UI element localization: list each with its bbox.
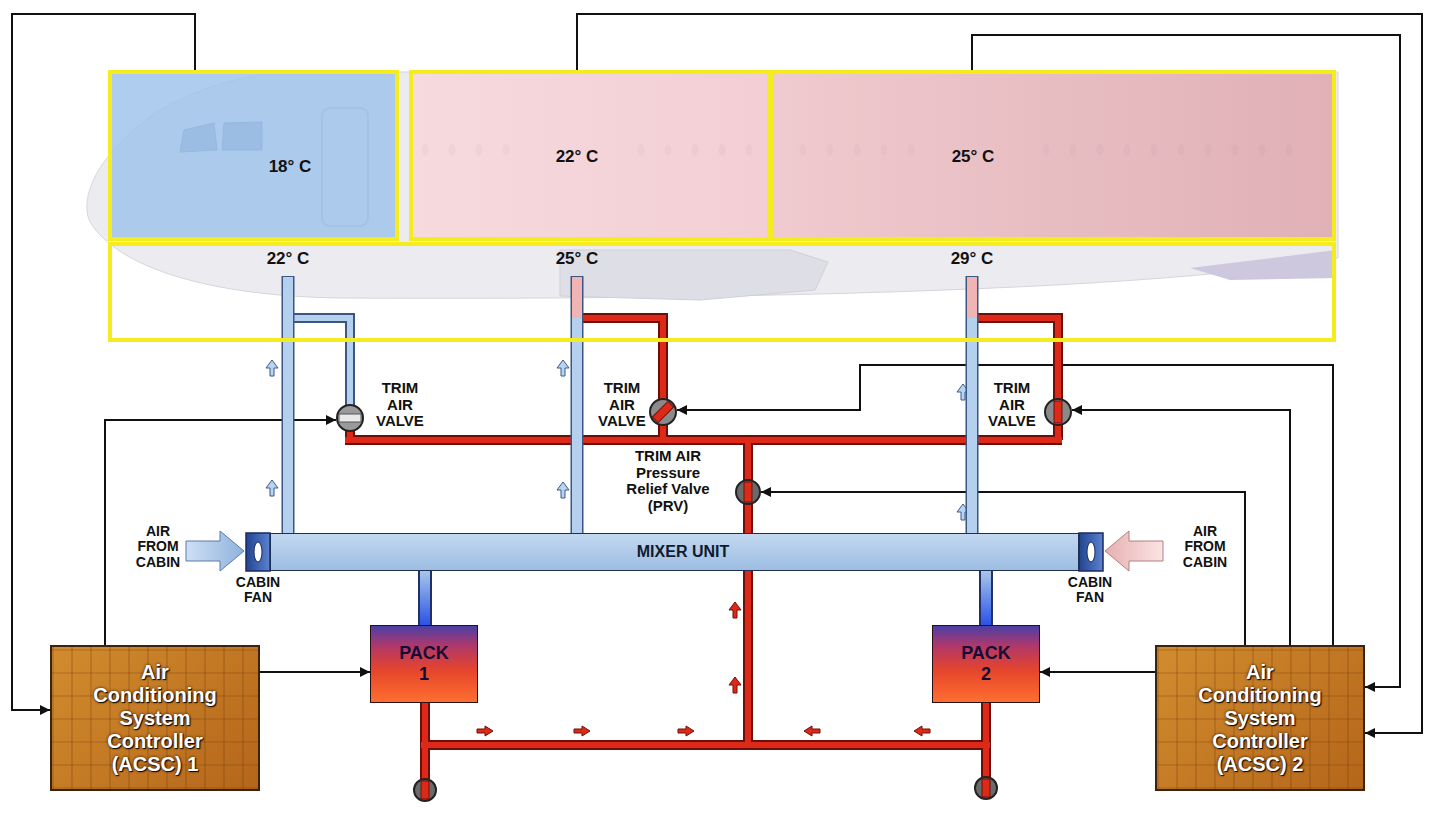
pressure-relief-valve [736, 480, 760, 504]
pack-valve [414, 779, 436, 801]
signal-line [260, 671, 370, 673]
fan-blade [254, 542, 262, 562]
valve-gate [339, 414, 361, 422]
duct-risers [288, 276, 972, 342]
cabin-fan-symbol [246, 533, 270, 571]
duct-fill [572, 342, 582, 533]
cold-duct [288, 277, 972, 342]
pack-label: PACK 1 [395, 643, 453, 684]
zone-temperature: 18° C [269, 157, 312, 177]
air-duct [577, 342, 578, 533]
valve-gate [421, 781, 429, 799]
fan-label: CABIN FAN [1062, 575, 1118, 606]
cabin-air-arrow [1105, 531, 1163, 571]
warm-duct [577, 277, 972, 318]
duct-temperature: 29° C [951, 249, 994, 269]
flow-arrow [266, 360, 278, 376]
valve-label: TRIM AIR VALVE [591, 380, 653, 430]
signal-connector [260, 672, 370, 673]
control-line [1072, 410, 1290, 645]
flow-arrow [477, 726, 493, 736]
duct-outline [571, 342, 584, 533]
pack-outlet-pipe [425, 571, 426, 625]
signal-connector [1040, 672, 1155, 673]
trim-air-valve [337, 405, 363, 431]
pipe-outline [418, 571, 432, 625]
label-anchor: AIR FROM CABIN [1175, 524, 1235, 570]
flow-arrow [574, 726, 590, 736]
flow-arrow [729, 602, 741, 618]
trim-air-valve [1045, 399, 1071, 425]
pipe-outline [979, 571, 993, 625]
label-anchor: TRIM AIR Pressure Relief Valve (PRV) [617, 448, 719, 514]
pipe-fill [420, 571, 430, 625]
label-anchor: CABIN FAN [230, 575, 286, 606]
label-anchor: TRIM AIR VALVE [591, 380, 653, 430]
duct-outline [282, 342, 295, 533]
cool-flow-arrows [266, 360, 969, 520]
valve-label: TRIM AIR Pressure Relief Valve (PRV) [617, 448, 719, 514]
cold-air-pipe [294, 318, 350, 405]
flow-arrow [266, 480, 278, 496]
controller-label: Air Conditioning System Controller (ACSC… [85, 661, 225, 776]
mixer-label: MIXER UNIT [637, 543, 729, 561]
valve-label: TRIM AIR VALVE [981, 380, 1043, 430]
valve-gate [1054, 401, 1062, 423]
flow-arrow [804, 726, 820, 736]
label-anchor: CABIN FAN [1062, 575, 1118, 606]
pack-valve [975, 777, 997, 799]
controller-label: Air Conditioning System Controller (ACSC… [1190, 661, 1330, 776]
pack-box: PACK 1 [370, 625, 478, 703]
pipe-outline [294, 318, 350, 405]
duct-outline [966, 342, 979, 533]
duct-outline [288, 276, 972, 342]
pipe-fill [981, 571, 991, 625]
air-duct [288, 342, 289, 533]
flow-arrow [557, 360, 569, 376]
valve-gate [744, 482, 752, 502]
controller-box: Air Conditioning System Controller (ACSC… [1155, 645, 1365, 791]
valves [337, 399, 1071, 801]
air-duct [972, 342, 973, 533]
air-source-label: AIR FROM CABIN [128, 524, 188, 570]
pack-label: PACK 2 [957, 643, 1015, 684]
cabin-air-inlets [186, 531, 1163, 571]
valve-label: TRIM AIR VALVE [369, 380, 431, 430]
duct-fill [283, 342, 293, 533]
flow-arrow [914, 726, 930, 736]
valve-gate [652, 401, 673, 422]
temperature-zone: 25° C [769, 70, 1336, 241]
controller-box: Air Conditioning System Controller (ACSC… [50, 645, 260, 791]
temperature-zone: 22° C [409, 70, 771, 241]
label-anchor: TRIM AIR VALVE [369, 380, 431, 430]
pack-box: PACK 2 [932, 625, 1040, 703]
signal-line [1040, 671, 1155, 673]
mixer-unit: MIXER UNIT [270, 533, 1079, 571]
duct-temperature: 22° C [267, 249, 310, 269]
control-line [677, 365, 1333, 645]
label-anchor: TRIM AIR VALVE [981, 380, 1043, 430]
cabin-fan-symbol [1079, 533, 1103, 571]
zone-temperature: 25° C [952, 147, 995, 167]
tailplane [1190, 250, 1336, 280]
air-source-label: AIR FROM CABIN [1175, 524, 1235, 570]
pack-outlet-pipe [986, 571, 987, 625]
label-anchor: AIR FROM CABIN [128, 524, 188, 570]
hot-flow-arrows [477, 602, 930, 736]
flow-arrow [729, 677, 741, 693]
trim-air-valve [650, 399, 676, 425]
fan-label: CABIN FAN [230, 575, 286, 606]
valve-gate [982, 779, 990, 797]
flow-arrow [557, 482, 569, 498]
duct-fill [967, 342, 977, 533]
duct-temperature: 25° C [556, 249, 599, 269]
fan-blade [1087, 542, 1095, 562]
cabin-air-arrow [186, 531, 244, 571]
wing [560, 250, 828, 300]
duct-zone: 22° C 25° C 29° C [108, 242, 1336, 342]
zone-temperature: 22° C [556, 147, 599, 167]
flow-arrow [678, 726, 694, 736]
temperature-zone: 18° C [108, 70, 399, 241]
